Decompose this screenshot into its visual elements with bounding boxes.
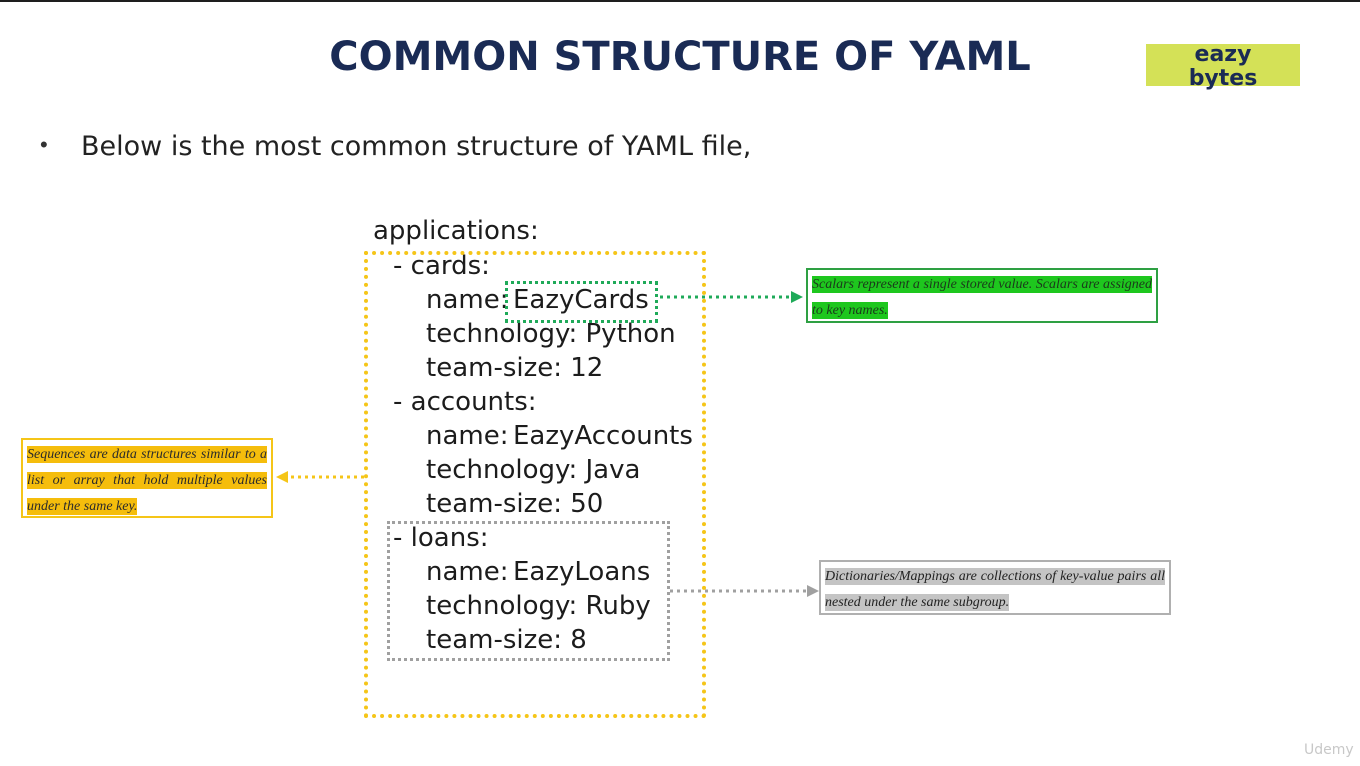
scalar-arrow-head — [791, 291, 803, 303]
yaml-root-key: applications: — [373, 216, 539, 246]
scalars-note: Scalars represent a single stored value.… — [806, 268, 1158, 323]
yaml-loans-name-key: name: — [426, 557, 509, 587]
dictionaries-note-text: Dictionaries/Mappings are collections of… — [825, 568, 1165, 611]
yaml-item-cards: - cards: — [393, 251, 490, 281]
page-title: COMMON STRUCTURE OF YAML — [329, 34, 1031, 80]
yaml-accounts-name-key: name: — [426, 421, 509, 451]
scalar-highlight-box — [505, 281, 658, 323]
mapping-arrow-head — [807, 585, 819, 597]
yaml-loans-technology: technology: Ruby — [426, 591, 651, 621]
sequences-note-text: Sequences are data structures similar to… — [27, 446, 267, 515]
sequence-highlight-box — [364, 251, 706, 718]
yaml-loans-name-value: EazyLoans — [513, 557, 651, 587]
yaml-item-loans: - loans: — [393, 523, 489, 553]
bullet-text: Below is the most common structure of YA… — [81, 131, 752, 162]
yaml-cards-name-key: name: — [426, 285, 509, 315]
yaml-accounts-team-size: team-size: 50 — [426, 489, 604, 519]
sequences-note: Sequences are data structures similar to… — [21, 438, 273, 518]
yaml-accounts-name-value: EazyAccounts — [513, 421, 693, 451]
eazybytes-logo: eazy bytes — [1146, 42, 1300, 90]
dictionaries-note: Dictionaries/Mappings are collections of… — [819, 560, 1171, 615]
yaml-item-accounts: - accounts: — [393, 387, 537, 417]
logo-line-2: bytes — [1188, 66, 1258, 91]
sequence-arrow-head — [276, 471, 288, 483]
yaml-accounts-technology: technology: Java — [426, 455, 641, 485]
yaml-cards-name-value: EazyCards — [513, 285, 649, 315]
scalars-note-text: Scalars represent a single stored value.… — [812, 276, 1152, 319]
yaml-loans-team-size: team-size: 8 — [426, 625, 587, 655]
yaml-cards-team-size: team-size: 12 — [426, 353, 604, 383]
yaml-cards-technology: technology: Python — [426, 319, 676, 349]
mapping-highlight-box — [387, 521, 670, 661]
bullet-icon: • — [40, 132, 48, 157]
udemy-watermark: Udemy — [1304, 742, 1354, 758]
top-border — [0, 0, 1360, 2]
logo-line-1: eazy — [1194, 42, 1252, 67]
